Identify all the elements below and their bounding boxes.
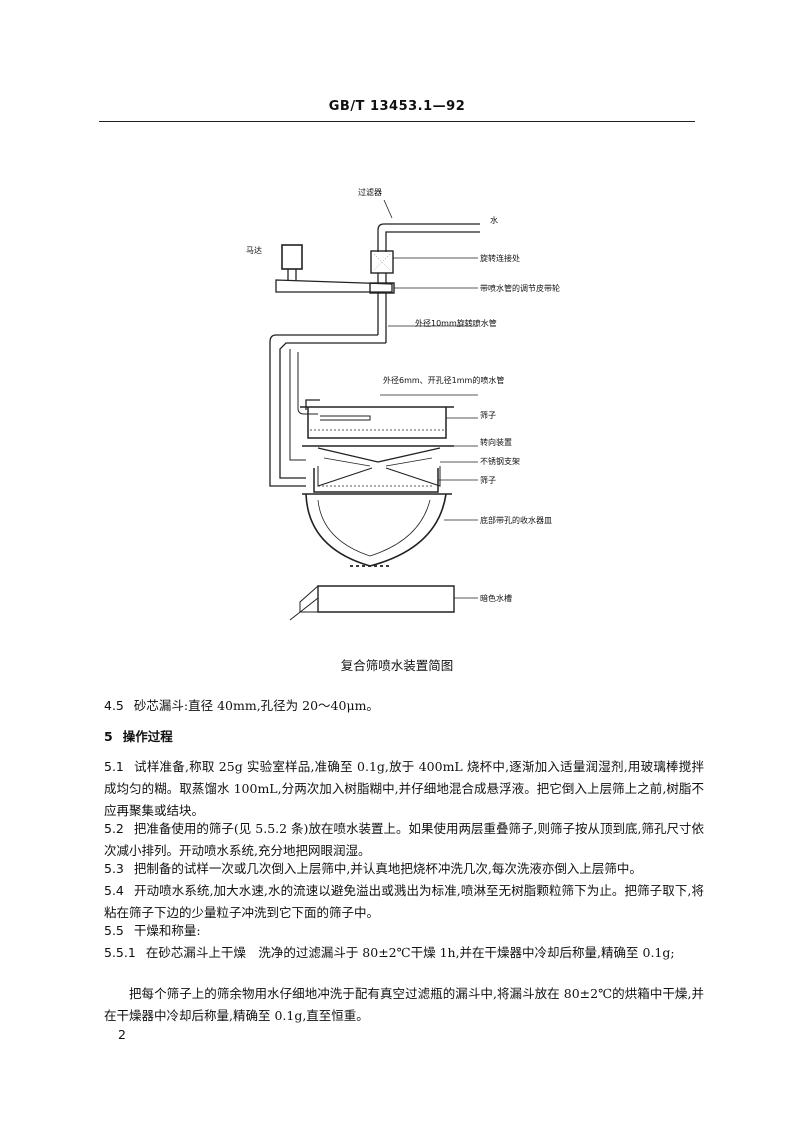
clause-number: 4.5 <box>104 698 124 713</box>
clause-text: 砂芯漏斗:直径 40mm,孔径为 20～40μm。 <box>133 698 379 713</box>
top-sieve <box>307 407 447 439</box>
clause-number: 5.5 <box>104 923 124 938</box>
label-rotary-joint: 旋转连接处 <box>480 254 520 263</box>
label-collector: 底部带孔的收水器皿 <box>480 516 552 525</box>
label-pulley: 带喷水管的调节皮带轮 <box>480 284 560 293</box>
section-5-heading: 5 操作过程 <box>104 726 704 748</box>
bottom-sieve <box>313 468 439 493</box>
label-dark-sink: 暗色水槽 <box>480 594 512 603</box>
figure-caption: 复合筛喷水装置简图 <box>340 658 454 673</box>
clause-number: 5.1 <box>104 759 124 774</box>
standard-header: GB/T 13453.1—92 <box>328 99 466 114</box>
water-inlet-pipe <box>377 223 480 252</box>
drive-belt <box>275 279 393 293</box>
label-bottom-sieve: 筛子 <box>480 476 496 485</box>
section-number: 5 <box>104 729 113 744</box>
label-leaders <box>380 257 478 599</box>
clause-text: 在砂芯漏斗上干燥 洗净的过滤漏斗于 80±2℃干燥 1h,并在干燥器中冷却后称量… <box>145 945 675 960</box>
clause-text: 把制备的试样一次或几次倒入上层筛中,并认真地把烧杯冲洗几次,每次洗液亦倒入上层筛… <box>133 861 642 876</box>
label-water: 水 <box>490 216 498 225</box>
label-turning-device: 转向装置 <box>480 438 512 447</box>
header-rule <box>99 121 695 122</box>
label-spray-tube-6: 外径6mm、开孔径1mm的喷水管 <box>383 376 505 385</box>
clause-number: 5.3 <box>104 861 124 876</box>
clause-text: 干燥和称量: <box>133 923 201 938</box>
clause-text: 把每个筛子上的筛余物用水仔细地冲洗于配有真空过滤瓶的漏斗中,将漏斗放在 80±2… <box>104 986 704 1023</box>
paragraph-5-5-1-cont: 把每个筛子上的筛余物用水仔细地冲洗于配有真空过滤瓶的漏斗中,将漏斗放在 80±2… <box>104 983 704 1027</box>
rotary-joint <box>370 250 394 274</box>
label-stainless-support: 不锈钢支架 <box>480 457 520 466</box>
clause-text: 开动喷水系统,加大水速,水的流速以避免溢出或溅出为标准,喷淋至无树脂颗粒筛下为止… <box>104 883 704 920</box>
spray-device-diagram <box>269 199 480 621</box>
clause-text: 把准备使用的筛子(见 5.5.2 条)放在喷水装置上。如果使用两层重叠筛子,则筛… <box>104 821 704 858</box>
clause-number: 5.4 <box>104 883 124 898</box>
collector-dish <box>305 493 447 567</box>
clause-number: 5.5.1 <box>104 945 136 960</box>
label-spray-tube-10: 外径10mm旋转喷水管 <box>415 319 497 328</box>
dark-sink <box>317 585 455 613</box>
clause-text: 试样准备,称取 25g 实验室样品,准确至 0.1g,放于 400mL 烧杯中,… <box>104 759 704 818</box>
filter-leader <box>383 199 393 219</box>
label-motor: 马达 <box>246 246 262 255</box>
clause-number: 5.2 <box>104 821 124 836</box>
rotating-spray-tube <box>377 293 387 343</box>
section-title: 操作过程 <box>122 729 173 744</box>
label-top-sieve: 筛子 <box>480 411 496 420</box>
paragraph-4-5: 4.5 砂芯漏斗:直径 40mm,孔径为 20～40μm。 <box>104 695 704 717</box>
motor <box>281 244 303 270</box>
paragraph-5-5: 5.5 干燥和称量: <box>104 920 704 942</box>
paragraph-5-3: 5.3 把制备的试样一次或几次倒入上层筛中,并认真地把烧杯冲洗几次,每次洗液亦倒入… <box>104 858 704 880</box>
label-filter: 过滤器 <box>358 188 382 197</box>
paragraph-5-5-1: 5.5.1 在砂芯漏斗上干燥 洗净的过滤漏斗于 80±2℃干燥 1h,并在干燥器中… <box>104 942 704 964</box>
page-number: 2 <box>118 1027 126 1042</box>
stainless-support <box>317 466 441 487</box>
